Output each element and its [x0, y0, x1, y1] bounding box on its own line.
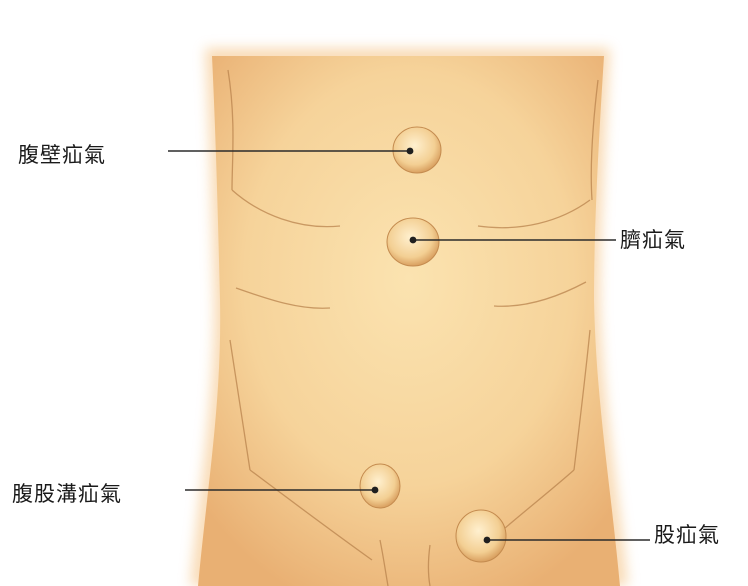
label-inguinal-hernia: 腹股溝疝氣: [12, 478, 122, 508]
femoral-hernia-bulge: [456, 510, 506, 562]
label-abdominal-wall-hernia: 腹壁疝氣: [18, 139, 106, 169]
label-femoral-hernia: 股疝氣: [654, 519, 720, 549]
dot-abdominal-wall: [407, 148, 414, 155]
dot-femoral: [484, 537, 491, 544]
dot-inguinal: [372, 487, 379, 494]
label-umbilical-hernia: 臍疝氣: [620, 224, 686, 254]
dot-umbilical: [410, 237, 417, 244]
abdominal-wall-hernia-bulge: [393, 127, 441, 173]
inguinal-hernia-bulge: [360, 464, 400, 508]
